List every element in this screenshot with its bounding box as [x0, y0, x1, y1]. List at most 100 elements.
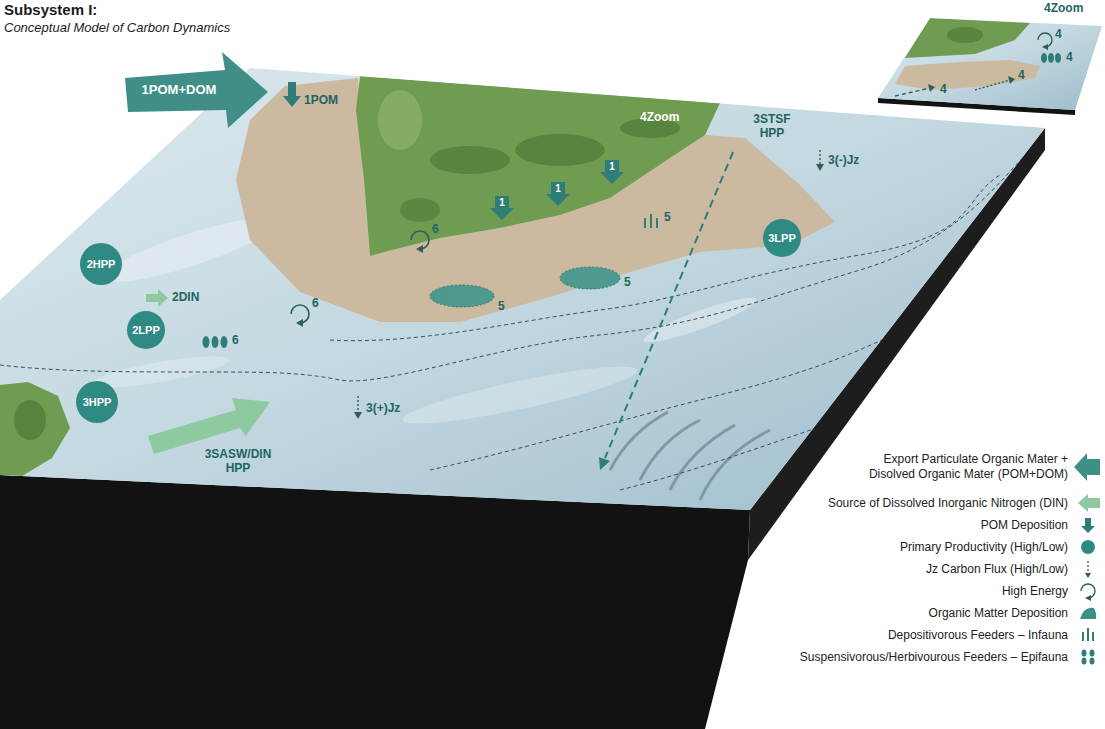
process-label: 3SASW/DIN HPP	[196, 447, 280, 475]
legend-text: Export Particulate Organic Mater + Disol…	[869, 452, 1068, 481]
arrow-head	[816, 164, 824, 171]
diagram-title: Subsystem I:	[4, 1, 97, 18]
land-texture	[515, 134, 605, 166]
sea-surface	[0, 68, 1045, 510]
arrow-head	[354, 412, 362, 419]
coastal-export-arrow: 1	[546, 182, 570, 206]
export-arrow: 1POM+DOM	[125, 52, 273, 130]
inset-features	[895, 18, 1040, 90]
stsf-export-arrow	[605, 152, 733, 458]
productivity-circle: 2LPP	[127, 311, 165, 349]
zoom-label: 4Zoom	[1044, 1, 1083, 15]
callout-number: 4	[1055, 27, 1062, 41]
legend-pom-arrow	[1081, 518, 1095, 533]
arrow-head	[1042, 44, 1048, 50]
legend-deposit-icon	[1080, 608, 1096, 619]
arrow-shape	[546, 182, 570, 206]
legend-epifauna-icon	[1082, 650, 1095, 665]
legend-entry: Organic Matter Deposition	[929, 606, 1068, 621]
process-label: 2DIN	[172, 290, 199, 304]
legend-text: Depositivorous Feeders – Infauna	[888, 628, 1068, 642]
node-text: 3LPP	[768, 232, 796, 245]
callout-number: 4	[1066, 50, 1073, 64]
land	[905, 18, 1030, 58]
legend-entry: Source of Dissolved Inorganic Nitrogen (…	[828, 496, 1068, 511]
infauna-icon	[645, 214, 657, 228]
legend-entry: Jz Carbon Flux (High/Low)	[926, 562, 1068, 577]
legend-text: POM Deposition	[981, 518, 1068, 532]
callout-number: 5	[498, 299, 505, 313]
pom-deposition-arrow	[283, 82, 301, 107]
slope-ridge	[610, 412, 668, 470]
legend-text: Organic Matter Deposition	[929, 606, 1068, 620]
arrow-head	[1008, 76, 1015, 84]
inset-sea	[878, 18, 1102, 110]
legend-flux-arrow	[1087, 561, 1088, 573]
sand-band	[895, 60, 1040, 90]
arrow-shape	[125, 52, 268, 128]
node-text: 3HPP	[83, 396, 112, 409]
coastal-export-arrow: 1	[490, 196, 514, 220]
arrow-head	[416, 245, 423, 253]
legend-export-arrow	[1074, 453, 1100, 481]
callout-number: 6	[432, 222, 439, 236]
process-label: 3(+)Jz	[366, 401, 400, 415]
callout-number: 4	[940, 82, 947, 96]
slope-ridge	[700, 430, 770, 500]
sasw-arrow	[148, 398, 270, 454]
productivity-circle: 3HPP	[76, 381, 118, 423]
organic-matter-deposit	[560, 267, 620, 289]
legend-text: Suspensivorous/Herbivourous Feeders – Ep…	[800, 650, 1068, 664]
front-face	[0, 475, 750, 729]
slope-ridge	[670, 425, 735, 490]
legend-din-arrow	[1078, 494, 1100, 512]
node-text: 1	[490, 197, 514, 209]
light-streak	[400, 356, 641, 433]
organic-matter-deposit	[430, 285, 494, 307]
legend-text: High Energy	[1002, 584, 1068, 598]
legend-pp-circle	[1081, 540, 1095, 554]
transport-arrow	[895, 88, 930, 96]
arrow-head	[928, 84, 935, 92]
node-text: 1POM+DOM	[129, 82, 229, 97]
arrow-head	[1085, 595, 1091, 601]
legend-entry: High Energy	[1002, 584, 1068, 599]
land-texture	[378, 90, 422, 150]
carbon-flux-arrow	[357, 396, 358, 412]
transport-arrow	[975, 80, 1010, 90]
land	[356, 76, 720, 256]
land-texture	[400, 198, 440, 222]
arrow-head	[296, 319, 303, 327]
legend-text: Primary Productivity (High/Low)	[900, 540, 1068, 554]
callout-number: 5	[664, 210, 671, 224]
callout-number: 4	[1018, 68, 1025, 82]
high-energy-icon	[291, 231, 429, 323]
node-text: 2LPP	[132, 324, 160, 337]
epifauna-icon	[203, 336, 228, 348]
slope-ridge	[640, 420, 700, 480]
legend-infauna-icon	[1083, 628, 1093, 641]
coastal-export-arrow: 1	[600, 160, 624, 184]
productivity-circle: 2HPP	[80, 243, 122, 285]
legend-entry: Primary Productivity (High/Low)	[900, 540, 1068, 555]
legend-entry: Export Particulate Organic Mater + Disol…	[836, 452, 1068, 482]
legend-entry: Suspensivorous/Herbivourous Feeders – Ep…	[800, 650, 1068, 665]
process-label: 3STSF HPP	[746, 112, 798, 140]
legend-entry: POM Deposition	[981, 518, 1068, 533]
legend-text: Jz Carbon Flux (High/Low)	[926, 562, 1068, 576]
sea-features	[0, 76, 1040, 500]
process-label: 3(-)Jz	[828, 153, 859, 167]
legend-text: Source of Dissolved Inorganic Nitrogen (…	[828, 496, 1068, 510]
subtitle: Conceptual Model of Carbon Dynamics	[4, 20, 230, 35]
zoom-label: 4Zoom	[640, 110, 679, 124]
process-label: 1POM	[304, 93, 338, 107]
node-text: 1	[546, 183, 570, 195]
din-arrow	[146, 289, 168, 307]
carbon-flux-arrow	[819, 150, 820, 164]
epifauna-icon	[1041, 53, 1061, 63]
node-text: 1	[600, 161, 624, 173]
arrow-shape	[490, 196, 514, 220]
arrow-head	[1085, 573, 1091, 578]
arrow-shape	[600, 160, 624, 184]
arrow-head	[599, 457, 610, 470]
